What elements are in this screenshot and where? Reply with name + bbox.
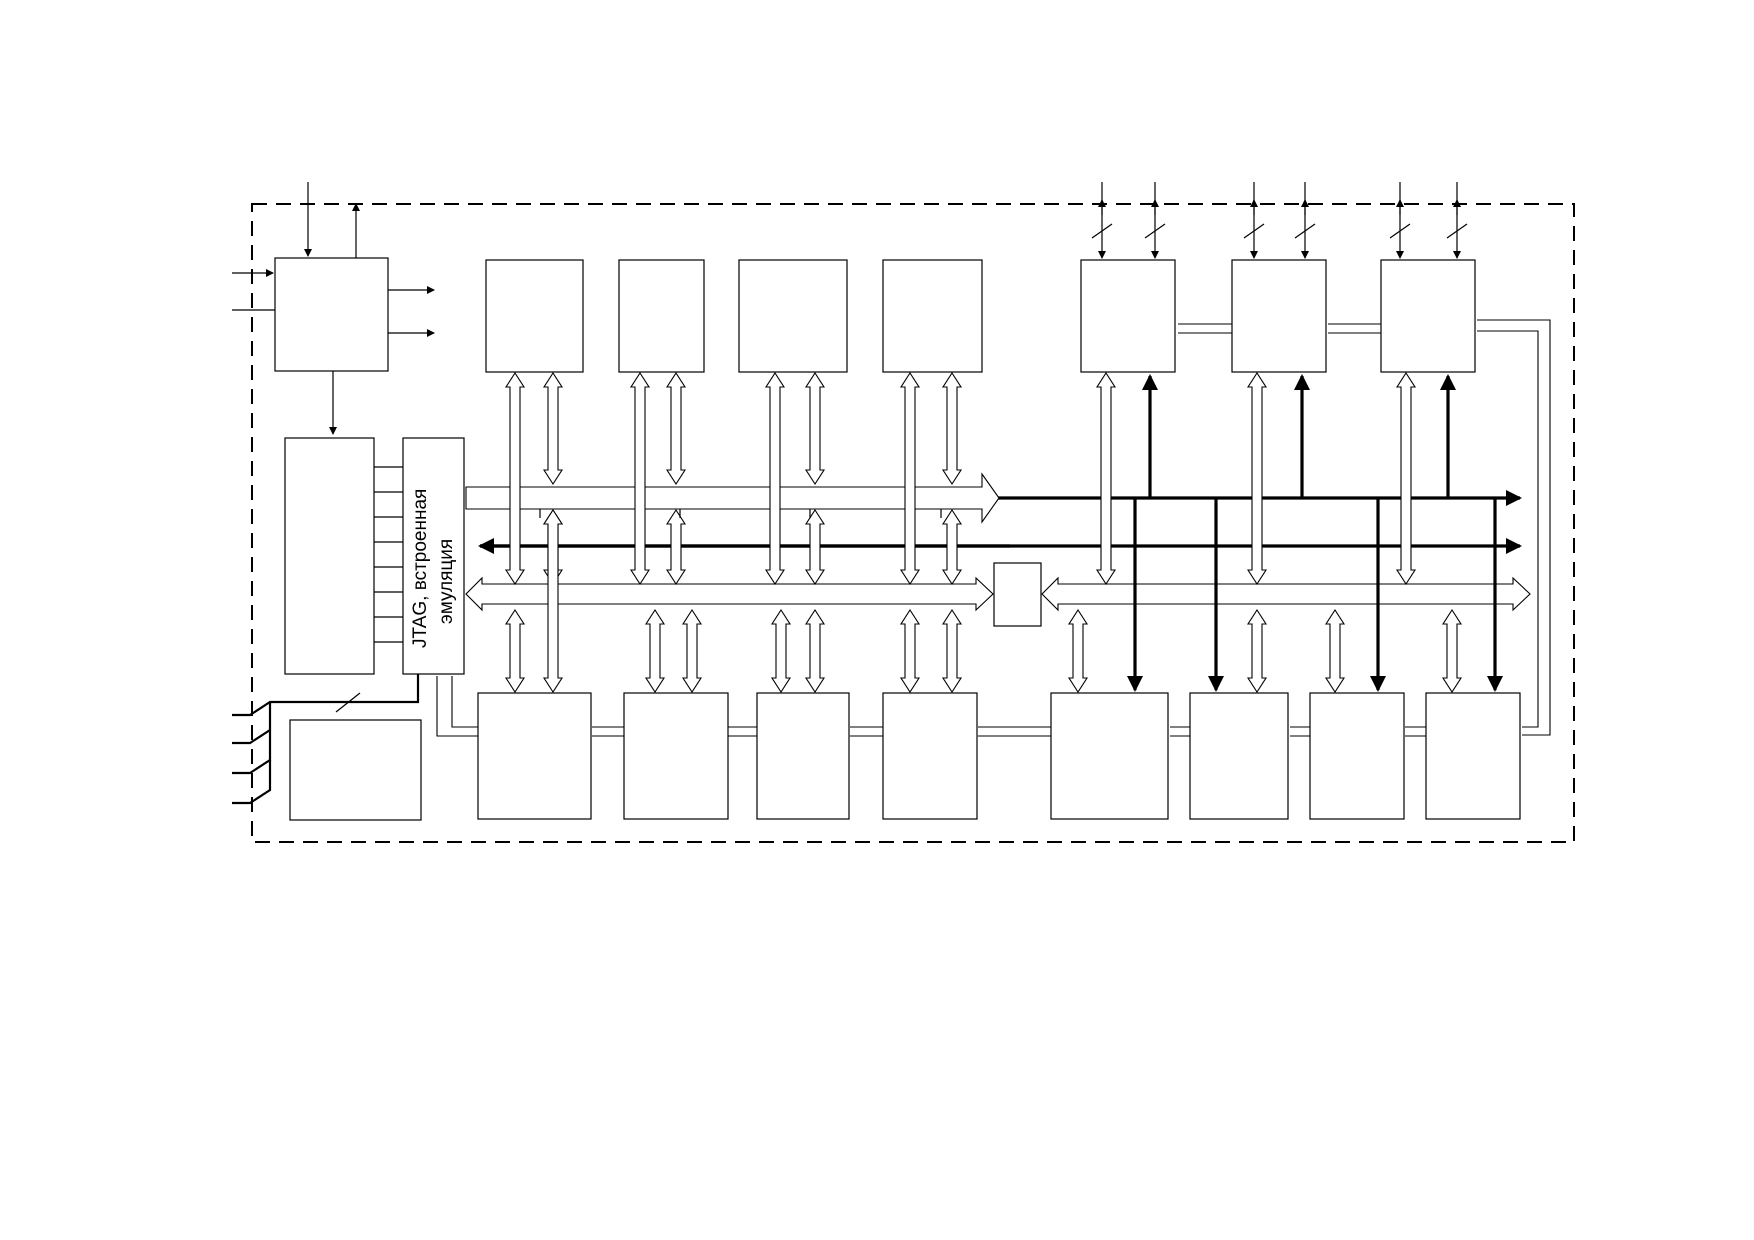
- memory-block-4: [882, 259, 983, 373]
- unit-block-1: [477, 692, 592, 820]
- unit-block-4: [882, 692, 978, 820]
- bidirectional-connector: [1246, 608, 1268, 694]
- periph-block-4: [1425, 692, 1521, 820]
- periph-block-2: [1189, 692, 1289, 820]
- bidirectional-connector: [770, 608, 792, 694]
- bidirectional-connector: [1441, 608, 1463, 694]
- port-block-2: [1231, 259, 1327, 373]
- bus-width-slash: [1294, 223, 1316, 239]
- unit-block-2: [623, 692, 729, 820]
- bus-width-slash: [1144, 223, 1166, 239]
- power-block: [289, 719, 422, 821]
- periph-block-3: [1309, 692, 1405, 820]
- bus-width-slash: [1091, 223, 1113, 239]
- bidirectional-connector: [629, 371, 651, 586]
- core-block: [284, 437, 375, 675]
- bidirectional-connector: [504, 608, 526, 694]
- core-jtag-links: [374, 466, 403, 643]
- memory-block-1: [485, 259, 584, 373]
- bidirectional-connector: [804, 608, 826, 694]
- vertical-connectors: [504, 371, 1463, 694]
- bidirectional-connector: [1246, 371, 1268, 586]
- port-block-3: [1380, 259, 1476, 373]
- bidirectional-connector: [941, 508, 963, 586]
- jtag-emulation-block: [402, 437, 465, 675]
- peripheral-taps: [1127, 374, 1503, 692]
- bidirectional-connector: [899, 608, 921, 694]
- bidirectional-connector: [644, 608, 666, 694]
- memory-block-2: [618, 259, 705, 373]
- external-pins: [1091, 182, 1468, 259]
- system-bus-right: [1041, 576, 1531, 612]
- bus-bridge: [993, 562, 1042, 627]
- bidirectional-connector: [1095, 371, 1117, 586]
- bidirectional-connector: [665, 371, 687, 486]
- bidirectional-connector: [542, 508, 564, 694]
- chip-boundary: [251, 203, 1575, 843]
- bidirectional-connector: [504, 371, 526, 586]
- bidirectional-connector: [899, 371, 921, 586]
- bidirectional-connector: [804, 371, 826, 486]
- system-bus-left: [465, 576, 994, 612]
- bidirectional-connector: [665, 508, 687, 586]
- periph-block-1: [1050, 692, 1169, 820]
- bidirectional-connector: [1324, 608, 1346, 694]
- bidirectional-connector: [941, 371, 963, 486]
- bidirectional-connector: [681, 608, 703, 694]
- bus-width-slash: [1446, 223, 1468, 239]
- bidirectional-connector: [1067, 608, 1089, 694]
- bus-width-slash: [1243, 223, 1265, 239]
- bidirectional-connector: [1395, 371, 1417, 586]
- peripheral-ring-bus: [436, 319, 1551, 737]
- port-block-1: [1080, 259, 1176, 373]
- bidirectional-connector: [764, 371, 786, 586]
- bidirectional-connector: [542, 371, 564, 486]
- unit-block-3: [756, 692, 850, 820]
- bidirectional-connector: [941, 608, 963, 694]
- instruction-bus: [465, 472, 1000, 524]
- jtag-label: JTAG, встроенная: [410, 489, 431, 648]
- bus-width-slash: [1389, 223, 1411, 239]
- clock-control-block: [274, 257, 389, 372]
- jtag-label-2: эмуляция: [436, 539, 457, 624]
- memory-block-3: [738, 259, 848, 373]
- bidirectional-connector: [804, 508, 826, 586]
- jtag-pins: [232, 674, 420, 805]
